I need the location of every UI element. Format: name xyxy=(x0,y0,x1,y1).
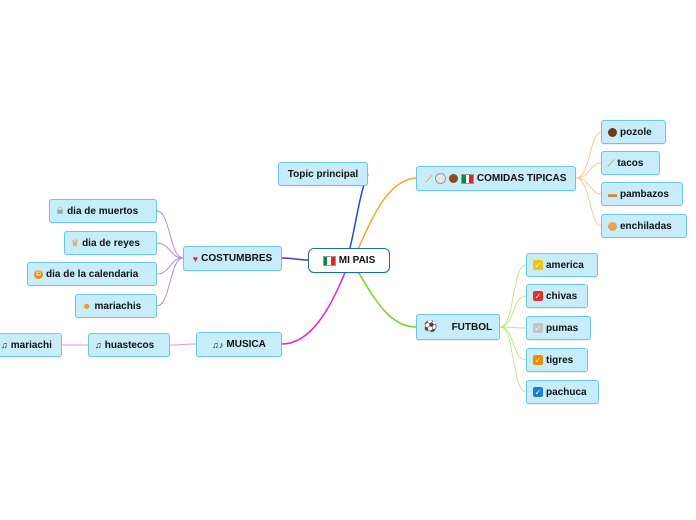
item-label: pumas xyxy=(546,322,579,334)
copyright-icon: © xyxy=(34,269,43,279)
item-label: pachuca xyxy=(546,386,587,398)
item-label: dia de la calendaria xyxy=(46,268,139,280)
rice-bowl-icon xyxy=(434,173,446,184)
comidas-item-pambazos[interactable]: ▬ pambazos xyxy=(601,182,683,206)
soccer-ball-icon: ⚽ xyxy=(423,321,438,333)
topic-principal-node[interactable]: Topic principal xyxy=(278,162,368,186)
pozole-bowl-icon xyxy=(448,174,458,183)
enchilada-icon xyxy=(608,221,617,231)
smiley-icon: ☻ xyxy=(82,301,92,311)
link-comidas xyxy=(356,177,417,253)
mexico-flag-icon xyxy=(460,173,474,184)
item-label: huastecos xyxy=(104,339,155,351)
link-costumbres xyxy=(281,257,309,261)
item-label: mariachi xyxy=(10,339,52,351)
item-label: pozole xyxy=(620,126,652,138)
costumbres-item-dia-de-la-calendaria[interactable]: © dia de la calendaria xyxy=(27,262,157,286)
comidas-label: COMIDAS TIPICAS xyxy=(476,173,567,184)
center-node[interactable]: MI PAIS xyxy=(308,248,390,273)
futbol-item-pachuca[interactable]: ✓ pachuca xyxy=(526,380,599,404)
checkbox-grey-icon: ✓ xyxy=(533,323,543,333)
taco-icon: ⟋ xyxy=(608,158,615,168)
costumbres-item-dia-de-reyes[interactable]: ♛ dia de reyes xyxy=(64,231,157,255)
futbol-node[interactable]: ⚽ FUTBOL xyxy=(416,314,500,340)
item-label: mariachis xyxy=(94,300,142,312)
comidas-node[interactable]: ⟋ COMIDAS TIPICAS xyxy=(416,166,576,191)
costumbres-label: COSTUMBRES xyxy=(201,253,273,264)
musica-item-huastecos[interactable]: ♫ huastecos xyxy=(88,333,170,357)
item-label: enchiladas xyxy=(620,220,672,232)
checkbox-orange-icon: ✓ xyxy=(533,355,543,365)
item-label: tacos xyxy=(617,157,644,169)
musica-node[interactable]: ♫♪ MUSICA xyxy=(196,332,282,357)
checkbox-blue-icon: ✓ xyxy=(533,387,543,397)
music-note-icon: ♫ xyxy=(95,340,102,350)
costumbres-item-mariachis[interactable]: ☻ mariachis xyxy=(75,294,157,318)
costumbres-item-dia-de-muertos[interactable]: ☠ dia de muertos xyxy=(49,199,157,223)
sandwich-icon: ▬ xyxy=(608,189,617,199)
checkbox-yellow-icon: ✓ xyxy=(533,260,543,270)
music-notes-icon: ♫♪ xyxy=(212,339,224,350)
item-label: america xyxy=(546,259,584,271)
item-label: tigres xyxy=(546,354,574,366)
item-label: dia de reyes xyxy=(82,237,140,249)
comidas-item-enchiladas[interactable]: enchiladas xyxy=(601,214,687,238)
taco-icon: ⟋ xyxy=(425,173,432,184)
comidas-item-tacos[interactable]: ⟋ tacos xyxy=(601,151,660,175)
topic-label: Topic principal xyxy=(287,168,359,180)
pozole-bowl-icon xyxy=(608,127,617,137)
checkbox-red-icon: ✓ xyxy=(533,291,543,301)
costumbres-node[interactable]: ♥ COSTUMBRES xyxy=(183,246,282,271)
crown-icon: ♛ xyxy=(71,238,80,248)
item-label: pambazos xyxy=(620,188,669,200)
mexico-flag-icon xyxy=(322,255,336,266)
item-label: dia de muertos xyxy=(67,205,139,217)
futbol-item-tigres[interactable]: ✓ tigres xyxy=(526,348,588,372)
futbol-item-pumas[interactable]: ✓ pumas xyxy=(526,316,591,340)
futbol-item-america[interactable]: ✓ america xyxy=(526,253,598,277)
futbol-label: FUTBOL xyxy=(451,321,493,333)
center-label: MI PAIS xyxy=(338,255,376,266)
link-musica xyxy=(281,269,347,345)
item-label: chivas xyxy=(546,290,578,302)
musica-item-mariachi[interactable]: ♫ mariachi xyxy=(0,333,62,357)
skull-icon: ☠ xyxy=(56,206,65,216)
heart-icon: ♥ xyxy=(192,253,199,264)
futbol-item-chivas[interactable]: ✓ chivas xyxy=(526,284,588,308)
comidas-item-pozole[interactable]: pozole xyxy=(601,120,666,144)
music-note-icon: ♫ xyxy=(1,340,8,350)
link-futbol xyxy=(356,269,417,328)
musica-label: MUSICA xyxy=(226,339,266,350)
